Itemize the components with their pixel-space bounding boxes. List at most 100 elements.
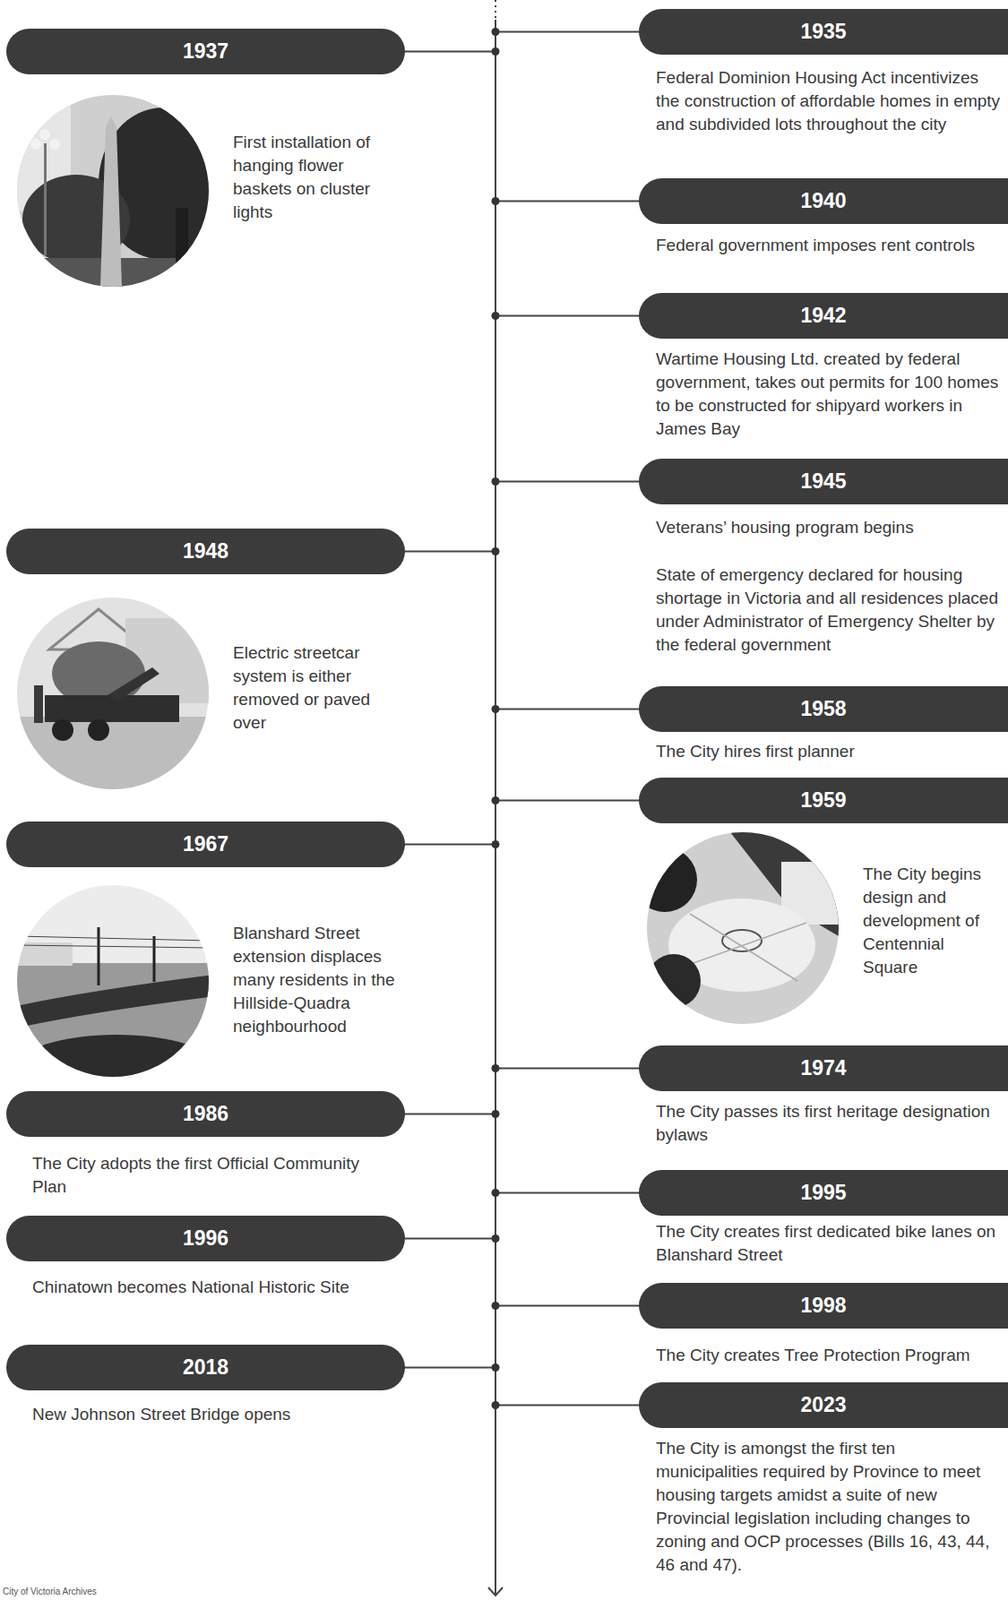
timeline-tick — [495, 1305, 641, 1308]
year-pill: 1948Electric streetcar system is either … — [6, 528, 405, 575]
photo-lamp — [39, 129, 51, 140]
year-pill: 1959The City begins design and developme… — [638, 777, 1008, 824]
timeline-dot — [491, 1064, 500, 1073]
photo-wire — [17, 936, 209, 941]
timeline-dot — [491, 311, 500, 320]
photo-centennial-square — [632, 832, 841, 1025]
timeline-dot — [491, 1234, 500, 1243]
year-label: 1948 — [6, 528, 405, 575]
year-label: 1935 — [638, 8, 1008, 55]
timeline-tick — [495, 1192, 641, 1195]
timeline-dot — [491, 47, 500, 56]
photo-machinery — [44, 695, 180, 723]
photo-road — [17, 985, 216, 1017]
timeline-dot — [491, 1401, 500, 1410]
photo-machine-arm — [107, 667, 160, 701]
timeline-dot — [491, 547, 500, 556]
photo-bushes — [17, 1034, 216, 1098]
event-description: The City creates first dedicated bike la… — [655, 1220, 1001, 1267]
year-pill: 1974The City passes its first heritage d… — [638, 1045, 1008, 1092]
photo-wheel — [87, 719, 110, 741]
year-label: 1996 — [6, 1215, 405, 1262]
event-description: Federal government imposes rent controls — [655, 233, 1001, 258]
event-description: The City is amongst the first ten munici… — [655, 1437, 1001, 1577]
timeline-tick — [495, 481, 641, 483]
photo-ground — [17, 716, 209, 793]
photo-obelisk — [100, 116, 122, 287]
timeline-spine — [494, 19, 497, 1596]
timeline-tick — [403, 1113, 496, 1116]
event-description: Federal Dominion Housing Act incentivize… — [655, 66, 1001, 137]
year-label: 1967 — [6, 821, 405, 868]
event-description: Wartime Housing Ltd. created by federal … — [655, 347, 1001, 441]
event-description: Veterans’ housing program begins — [655, 516, 1001, 540]
year-label: 1942 — [638, 292, 1008, 339]
timeline-tick — [495, 31, 641, 34]
year-pill: 2023The City is amongst the first ten mu… — [638, 1382, 1008, 1429]
year-pill: 1945Veterans’ housing program beginsStat… — [638, 458, 1008, 505]
event-description: The City begins design and development o… — [862, 862, 1002, 980]
year-label: 1959 — [638, 777, 1008, 824]
photo-lamp — [49, 138, 61, 150]
timeline-dot — [491, 197, 500, 206]
timeline-dot — [491, 1110, 500, 1119]
photo-tree — [632, 847, 698, 913]
photo-streetcar-removal — [17, 597, 211, 793]
photo-wheel — [51, 719, 74, 741]
timeline-tick — [495, 200, 641, 203]
timeline-tick — [403, 51, 496, 53]
timeline-dot — [491, 705, 500, 714]
event-description: The City adopts the first Official Commu… — [32, 1152, 391, 1199]
year-pill: 1937First installation of hanging flower… — [6, 28, 405, 75]
year-pill: 2018New Johnson Street Bridge opens — [6, 1344, 405, 1391]
timeline-tick — [403, 551, 496, 553]
timeline-tick — [403, 1367, 496, 1370]
photo-blanshard-extension — [17, 885, 216, 1098]
year-label: 1958 — [638, 686, 1008, 733]
year-label: 1940 — [638, 178, 1008, 224]
event-description: Chinatown becomes National Historic Site — [32, 1275, 391, 1300]
year-pill: 1995The City creates first dedicated bik… — [638, 1170, 1008, 1216]
year-pill: 1967Blanshard Street extension displaces… — [6, 821, 405, 868]
photo-person — [175, 207, 189, 271]
year-label: 1995 — [638, 1170, 1008, 1216]
spine-arrowhead — [488, 1587, 503, 1596]
photo-flower-baskets — [17, 94, 228, 294]
timeline-tick — [495, 708, 641, 711]
event-description: The City hires first planner — [655, 740, 1001, 764]
event-description: The City creates Tree Protection Program — [655, 1344, 1001, 1368]
year-pill: 1998The City creates Tree Protection Pro… — [638, 1283, 1008, 1329]
photo-pole — [153, 936, 156, 983]
year-label: 1998 — [638, 1283, 1008, 1329]
event-description: State of emergency declared for housing … — [655, 563, 1001, 657]
year-label: 1937 — [6, 28, 405, 75]
timeline-tick — [495, 1068, 641, 1070]
year-label: 2023 — [638, 1382, 1008, 1429]
timeline-tick — [403, 1238, 496, 1241]
timeline-dot — [491, 1363, 500, 1372]
photo-wire — [17, 945, 209, 948]
timeline-tick — [495, 800, 641, 802]
photo-lamp-pole — [43, 143, 47, 256]
photo-worker — [34, 685, 44, 724]
photo-paving — [680, 922, 807, 968]
spine-dotted — [494, 0, 497, 20]
event-description: First installation of hanging flower bas… — [232, 130, 395, 224]
year-pill: 1986The City adopts the first Official C… — [6, 1091, 405, 1138]
timeline-dot — [491, 796, 500, 805]
year-pill: 1996Chinatown becomes National Historic … — [6, 1215, 405, 1262]
photo-credit: City of Victoria Archives — [2, 1586, 97, 1598]
year-label: 1974 — [638, 1045, 1008, 1092]
year-pill: 1940Federal government imposes rent cont… — [638, 178, 1008, 224]
event-description: New Johnson Street Bridge opens — [32, 1403, 391, 1427]
year-label: 1945 — [638, 458, 1008, 505]
event-description: Blanshard Street extension displaces man… — [232, 921, 404, 1039]
timeline-dot — [491, 27, 500, 36]
photo-lamp — [30, 138, 42, 150]
year-label: 2018 — [6, 1344, 405, 1391]
year-pill: 1942Wartime Housing Ltd. created by fede… — [638, 292, 1008, 339]
timeline-tick — [403, 844, 496, 846]
timeline-dot — [491, 840, 500, 849]
photo-paving — [689, 913, 798, 982]
